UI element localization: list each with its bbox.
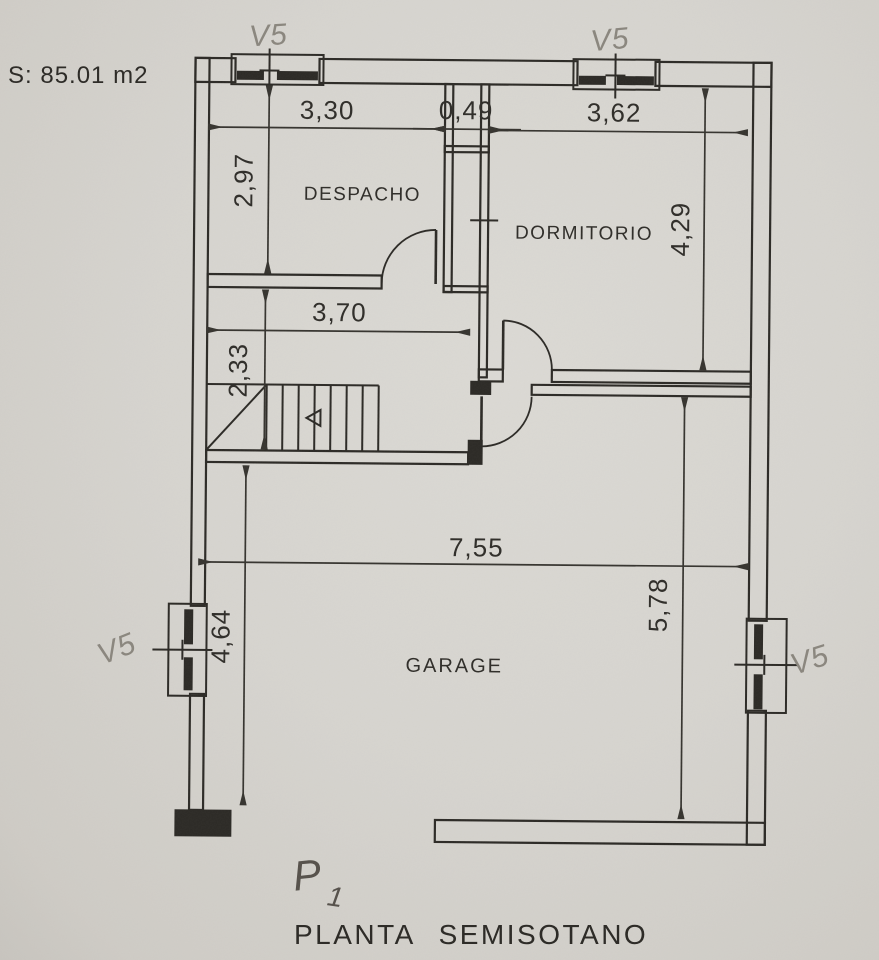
- floor-plan-drawing: 3,30 0,49 3,62 2,97 4,29 3,70 2,33 7,55 …: [0, 0, 879, 960]
- paper-grain-texture: [0, 0, 879, 960]
- scanned-floor-plan-page: 3,30 0,49 3,62 2,97 4,29 3,70 2,33 7,55 …: [0, 0, 879, 960]
